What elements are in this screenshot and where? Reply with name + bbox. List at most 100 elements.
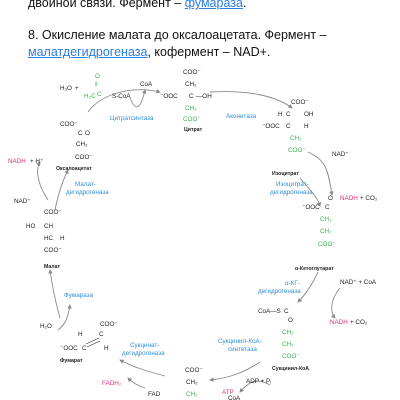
- svg-text:Малат-: Малат-: [75, 181, 96, 188]
- header-paragraph-8: 8. Окисление малата до оксалоацетата. Фе…: [28, 27, 327, 61]
- svg-text:CH₂: CH₂: [282, 341, 294, 348]
- svg-text:дегидрогеназа: дегидрогеназа: [258, 288, 301, 295]
- svg-text:COO⁻: COO⁻: [282, 353, 300, 360]
- svg-text:C: C: [286, 111, 291, 118]
- header-line3-end: , кофермент – NAD+.: [147, 45, 271, 59]
- arrow-to-ketoglutarate: [299, 177, 322, 207]
- svg-text:C: C: [99, 331, 104, 338]
- fumarase-link[interactable]: фумараза: [184, 0, 243, 10]
- header-line1: двойной связи. Фермент – фумараза.: [28, 0, 246, 10]
- arrow-atp: [239, 380, 271, 393]
- svg-text:COO⁻: COO⁻: [44, 209, 62, 216]
- svg-text:CH₂: CH₂: [320, 228, 332, 235]
- svg-text:C: C: [78, 130, 83, 137]
- svg-text:C: C: [325, 204, 330, 211]
- arrow-to-oxaloacetate: [54, 169, 69, 211]
- svg-text:—OH: —OH: [196, 93, 212, 100]
- svg-text:O: O: [85, 130, 90, 137]
- svg-text:C: C: [82, 345, 87, 352]
- arrow-nadh-1: [307, 151, 334, 196]
- svg-text:CH: CH: [44, 223, 54, 230]
- svg-text:H: H: [60, 235, 65, 242]
- svg-text:OH: OH: [304, 111, 314, 118]
- svg-text:C: C: [284, 308, 289, 315]
- nadh-mdh: NADH: [8, 158, 26, 165]
- svg-text:⁻OOC: ⁻OOC: [262, 123, 280, 130]
- succinyl-coa-label: Сукцинил-КоА: [272, 366, 309, 372]
- aconitase-label: Аконитаза: [226, 113, 257, 120]
- svg-text:NAD⁺ + CoA: NAD⁺ + CoA: [340, 279, 377, 286]
- svg-text:синтетаза: синтетаза: [228, 346, 257, 353]
- svg-text:ADP + Pᵢ: ADP + Pᵢ: [246, 378, 271, 385]
- malate-label: Малат: [44, 264, 60, 270]
- svg-text:CH₂: CH₂: [76, 141, 88, 148]
- arrow-to-fumarate: [119, 359, 166, 377]
- svg-text:H: H: [78, 331, 83, 338]
- svg-text:⁻OOC: ⁻OOC: [160, 93, 178, 100]
- svg-text:HO: HO: [26, 223, 36, 230]
- header-line1-end: .: [242, 0, 247, 10]
- svg-text:дегидрогеназа: дегидрогеназа: [66, 189, 109, 196]
- fadh2-label: FADH₂: [102, 380, 122, 387]
- svg-text:Сукцинил-КоА-: Сукцинил-КоА-: [218, 338, 262, 345]
- h2o-top: H₂O: [60, 85, 72, 92]
- svg-text:H: H: [104, 345, 109, 352]
- h2o-fumarase: H₂O: [40, 323, 52, 330]
- svg-text:CH₂: CH₂: [290, 135, 302, 142]
- arrow-h2o: [57, 304, 72, 331]
- svg-text:CoA—S: CoA—S: [258, 308, 281, 315]
- fumarate-label: Фумарат: [60, 358, 83, 364]
- acetyl-o: O: [95, 73, 100, 80]
- malate-dehydrogenase-link[interactable]: малатдегидрогеназа: [28, 45, 148, 59]
- fumarase-label: Фумараза: [64, 292, 94, 299]
- svg-text:CH₂: CH₂: [186, 379, 198, 386]
- svg-text:COO⁻: COO⁻: [183, 116, 201, 123]
- acetyl-scoa: S-CoA: [112, 93, 131, 100]
- acetyl-ch3: H₃C: [84, 93, 96, 100]
- svg-text:CH₂: CH₂: [186, 391, 198, 398]
- svg-text:⁻OOC: ⁻OOC: [302, 204, 320, 211]
- arrow-coa-release: [129, 89, 147, 108]
- svg-text:HC: HC: [44, 235, 54, 242]
- svg-text:COO⁻: COO⁻: [291, 99, 309, 106]
- svg-text:H: H: [278, 111, 283, 118]
- oxaloacetate-label: Оксалоацетат: [56, 166, 92, 172]
- svg-text:COO⁻: COO⁻: [185, 367, 203, 374]
- svg-text:FAD: FAD: [148, 391, 161, 398]
- svg-text:C: C: [286, 123, 291, 130]
- svg-text:COO⁻: COO⁻: [318, 241, 336, 248]
- svg-text:COO⁻: COO⁻: [100, 321, 118, 328]
- svg-text:CH₂: CH₂: [282, 329, 294, 336]
- acetyl-c: C: [97, 91, 102, 98]
- coa-release: CoA: [140, 81, 153, 88]
- arrow-to-malate: [48, 269, 61, 319]
- svg-text:+ CO₂: + CO₂: [350, 319, 368, 326]
- nadh-idh: NADH: [340, 195, 358, 202]
- svg-text:+ CO₂: + CO₂: [360, 195, 378, 202]
- svg-text:‖: ‖: [95, 81, 98, 88]
- svg-text:NAD⁺: NAD⁺: [14, 198, 31, 205]
- svg-text:Изоцитрат-: Изоцитрат-: [276, 181, 309, 188]
- svg-text:COO⁻: COO⁻: [75, 154, 93, 161]
- citrate-label: Цитрат: [184, 127, 203, 133]
- arrow-nadh-2: [330, 287, 341, 319]
- svg-text:CH₂: CH₂: [185, 81, 197, 88]
- svg-text:H: H: [304, 123, 309, 130]
- svg-text:NAD⁺: NAD⁺: [332, 151, 349, 158]
- nadh-akg: NADH: [330, 319, 348, 326]
- arrow-to-succinate: [209, 361, 261, 382]
- ketoglutarate-label: α-Кетоглутарат: [295, 266, 334, 272]
- arrow-to-isocitrate: [209, 91, 293, 109]
- cycle-arrows: [36, 88, 341, 393]
- svg-text:CH₂: CH₂: [320, 216, 332, 223]
- svg-text:⁻OOC: ⁻OOC: [60, 345, 78, 352]
- arrow-fadh2: [127, 377, 146, 389]
- svg-text:COO⁻: COO⁻: [183, 69, 201, 76]
- svg-text:C: C: [189, 93, 194, 100]
- svg-text:дегидрогеназа: дегидрогеназа: [122, 350, 165, 357]
- svg-text:COO⁻: COO⁻: [288, 147, 306, 154]
- svg-text:COO⁻: COO⁻: [60, 121, 78, 128]
- svg-text:CH₂: CH₂: [185, 105, 197, 112]
- svg-text:дегидрогеназа: дегидрогеназа: [270, 189, 313, 196]
